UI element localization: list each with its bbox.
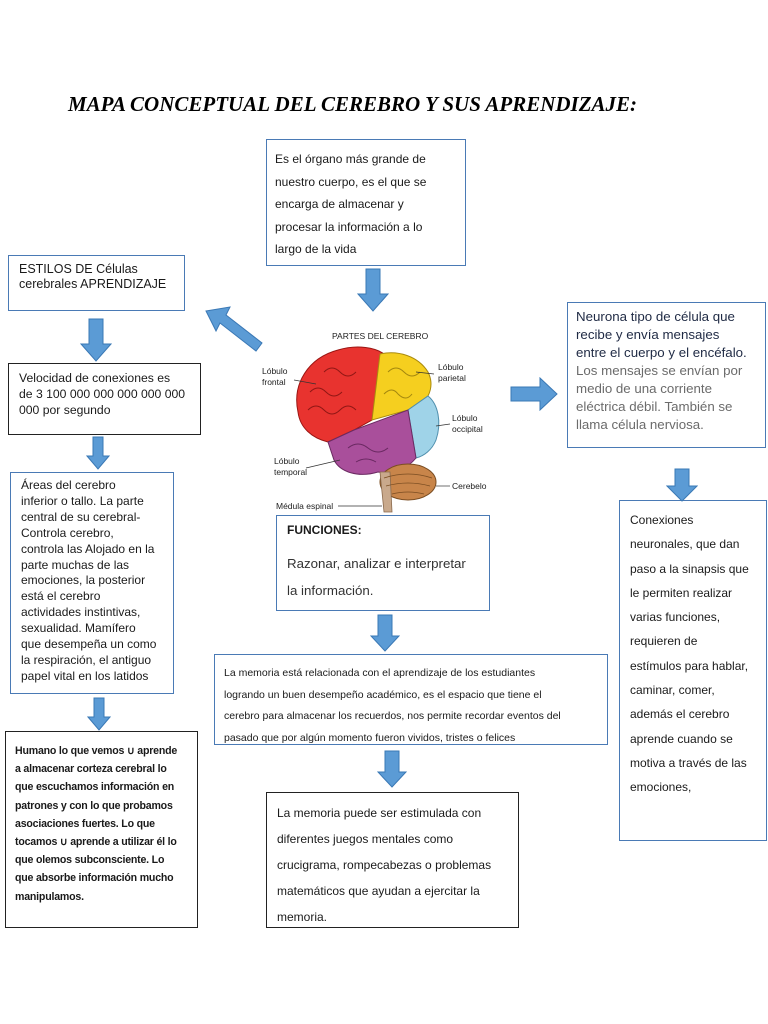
temporal-lobe-shape <box>327 409 417 475</box>
page-title: MAPA CONCEPTUAL DEL CEREBRO Y SUS APREND… <box>68 92 638 116</box>
velocidad-box: Velocidad de conexiones es de 3 100 000 … <box>8 363 201 435</box>
arrow-down-top <box>357 268 389 312</box>
funciones-heading: FUNCIONES: <box>287 523 362 537</box>
label-occipital-line1: Lóbulo <box>452 413 478 423</box>
label-frontal-line2: frontal <box>262 377 286 387</box>
label-frontal-line1: Lóbulo <box>262 366 288 376</box>
funciones-body: Razonar, analizar e interpretar la infor… <box>287 556 466 598</box>
memoria-text: La memoria está relacionada con el apren… <box>224 667 561 744</box>
brain-diagram-title: PARTES DEL CEREBRO <box>332 331 429 341</box>
velocidad-text: Velocidad de conexiones es de 3 100 000 … <box>19 371 186 417</box>
label-temporal-line1: Lóbulo <box>274 456 300 466</box>
organ-description-text: Es el órgano más grande de nuestro cuerp… <box>275 152 427 256</box>
estilos-box: ESTILOS DE Células cerebrales APRENDIZAJ… <box>8 255 185 311</box>
estilos-text: ESTILOS DE Células cerebrales APRENDIZAJ… <box>19 262 167 291</box>
cerebellum-shape <box>379 463 437 501</box>
frontal-lobe-shape <box>296 346 385 443</box>
arrow-down-memoria <box>377 750 407 788</box>
arrow-right-neurona <box>510 377 558 411</box>
memoria-stimulated-box: La memoria puede ser estimulada con dife… <box>266 792 519 928</box>
label-medula: Médula espinal <box>276 501 333 511</box>
arrow-up-left-estilos <box>205 306 263 352</box>
label-parietal-line2: parietal <box>438 373 466 383</box>
areas-box: Áreas del cerebro inferior o tallo. La p… <box>10 472 174 694</box>
arrow-down-velocidad <box>86 436 110 470</box>
arrow-down-areas <box>87 697 111 731</box>
label-parietal-line1: Lóbulo <box>438 362 464 372</box>
arrow-down-funciones <box>370 614 400 652</box>
brain-diagram: PARTES DEL CEREBRO Lóbulo frontal Lóbulo <box>262 331 487 513</box>
neurona-text-2: Los mensajes se envían por medio de una … <box>576 363 743 432</box>
label-cerebelo: Cerebelo <box>452 481 487 491</box>
funciones-box: FUNCIONES: Razonar, analizar e interpret… <box>276 515 490 611</box>
arrow-down-neurona <box>666 468 698 502</box>
label-occipital-line2: occipital <box>452 424 483 434</box>
organ-description-box: Es el órgano más grande de nuestro cuerp… <box>266 139 466 266</box>
areas-text: Áreas del cerebro inferior o tallo. La p… <box>21 478 157 683</box>
conexiones-box: Conexiones neuronales, que dan paso a la… <box>619 500 767 841</box>
occipital-lobe-shape <box>407 395 440 459</box>
conexiones-text: Conexiones neuronales, que dan paso a la… <box>630 513 749 795</box>
label-temporal-line2: temporal <box>274 467 307 477</box>
humano-box: Humano lo que vemos ∪ aprende a almacena… <box>5 731 198 928</box>
memoria-stimulated-text: La memoria puede ser estimulada con dife… <box>277 806 492 924</box>
spinal-cord-shape <box>379 471 393 513</box>
neurona-box: Neurona tipo de célula que recibe y enví… <box>567 302 766 448</box>
neurona-text-1: Neurona tipo de célula que recibe y enví… <box>576 309 747 360</box>
humano-text: Humano lo que vemos ∪ aprende a almacena… <box>15 745 178 903</box>
memoria-box: La memoria está relacionada con el apren… <box>214 654 608 745</box>
arrow-down-estilos <box>80 318 112 362</box>
